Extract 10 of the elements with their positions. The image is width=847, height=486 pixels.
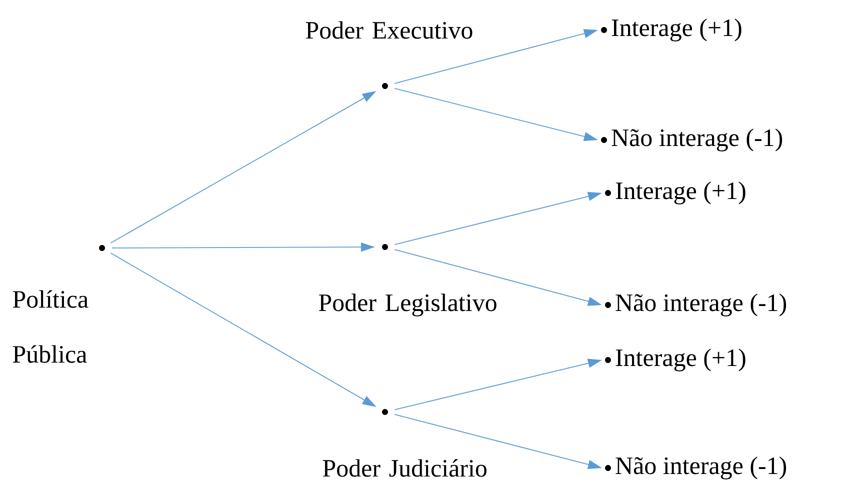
node-label: Poder Legislativo — [318, 294, 496, 316]
outcome-label: Não interage (-1) — [616, 456, 786, 480]
node-label: Poder Executivo — [306, 21, 472, 39]
node-label: Política Pública — [12, 290, 88, 363]
outcome-label: Não interage (-1) — [612, 128, 782, 152]
outcome-label: Interage (+1) — [616, 182, 746, 204]
outcome-label: Interage (+1) — [612, 18, 742, 42]
node-label: Poder Judiciário — [322, 459, 486, 477]
outcome-label: Não interage (-1) — [616, 294, 786, 316]
outcome-label: Interage (+1) — [616, 348, 746, 372]
